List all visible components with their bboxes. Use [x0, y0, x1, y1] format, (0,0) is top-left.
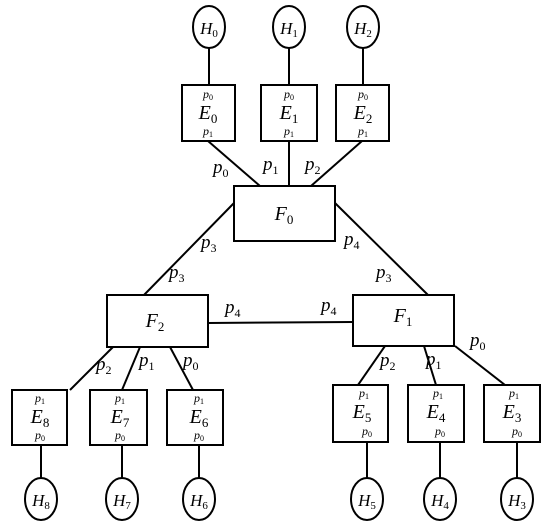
edge-e4: p1 E4 p0 [407, 384, 465, 443]
edge-e1-label: E1 [279, 102, 299, 126]
switch-f2-label: F2 [145, 310, 165, 334]
link-f1-e5 [357, 345, 386, 386]
edge-e4-port-bottom: p0 [434, 424, 445, 439]
edge-e3: p1 E3 p0 [483, 384, 541, 443]
edge-e3-port-top: p1 [508, 386, 519, 401]
port-label-f0-e0: p0 [211, 157, 229, 180]
edge-e5-label: E5 [352, 401, 372, 425]
switch-f0-label: F0 [274, 203, 294, 227]
link-f0-f2 [143, 202, 235, 296]
edge-e0-port-top: p0 [202, 87, 213, 102]
edge-e7-label: E7 [110, 406, 130, 430]
edge-e8: p1 E8 p0 [11, 389, 68, 446]
host-h6-label: H6 [189, 491, 208, 512]
edge-e2-label: E2 [353, 102, 373, 126]
host-h7-label: H7 [112, 491, 131, 512]
host-h6: H6 [182, 477, 216, 521]
host-h0-label: H0 [199, 19, 218, 40]
link-f0-f1 [334, 202, 429, 296]
switch-f1: F1 [352, 294, 455, 347]
edge-e5: p1 E5 p0 [332, 384, 389, 443]
host-h2-label: H2 [353, 19, 372, 40]
port-label-f0-f2-near-f2: p3 [167, 262, 185, 285]
edge-e2: p0 E2 p1 [335, 84, 390, 142]
host-h5-label: H5 [357, 491, 376, 512]
edge-e1-port-top: p0 [283, 87, 294, 102]
edge-e0: p0 E0 p1 [181, 84, 236, 142]
edge-e8-port-top: p1 [34, 391, 45, 406]
edge-e1: p0 E1 p1 [260, 84, 318, 142]
port-label-f2-e6: p0 [181, 350, 199, 373]
edge-e6-port-top: p1 [193, 391, 204, 406]
edge-switches: p0 E0 p1 p0 E1 p1 p0 E2 p1 p1 E8 p0 p1 E… [11, 84, 541, 446]
switch-f1-label: F1 [393, 305, 413, 329]
hosts: H0 H1 H2 H8 H7 H6 H5 H4 [24, 5, 534, 521]
edge-e4-label: E4 [426, 401, 446, 425]
port-label-f1-e3: p0 [468, 330, 486, 353]
link-f2-e7 [121, 346, 141, 391]
host-h3-label: H3 [507, 491, 526, 512]
host-h4: H4 [423, 477, 457, 521]
port-label-f1-e5: p2 [378, 350, 396, 373]
port-label-f2-f1-near-f1: p4 [319, 295, 337, 318]
link-e0-f0 [207, 140, 261, 187]
edge-e4-port-top: p1 [432, 386, 443, 401]
edge-e0-label: E0 [198, 102, 218, 126]
host-h1-label: H1 [279, 19, 298, 40]
port-label-f2-f1-near-f2: p4 [223, 297, 241, 320]
port-label-f0-f2-near-f0: p3 [199, 232, 217, 255]
link-f2-f1 [207, 321, 354, 324]
edge-e5-port-bottom: p0 [361, 424, 372, 439]
port-label-f0-e1: p1 [261, 154, 279, 177]
switch-f0: F0 [233, 185, 336, 242]
edge-e5-port-top: p1 [358, 386, 369, 401]
edge-e3-label: E3 [502, 401, 522, 425]
port-label-f2-e7: p1 [137, 350, 155, 373]
link-f2-e8 [69, 346, 114, 391]
host-h8: H8 [24, 477, 58, 521]
edge-e7-port-top: p1 [114, 391, 125, 406]
host-h1: H1 [272, 5, 306, 49]
switch-f2: F2 [106, 294, 209, 348]
connections [40, 48, 518, 479]
host-h8-label: H8 [31, 491, 50, 512]
core-switches: F0 F2 F1 [106, 185, 455, 348]
host-h4-label: H4 [430, 491, 449, 512]
edge-e2-port-top: p0 [357, 87, 368, 102]
port-label-f2-e8: p2 [94, 354, 112, 377]
edge-e6-port-bottom: p0 [193, 428, 204, 443]
port-label-f0-f1-near-f0: p4 [342, 229, 360, 252]
link-f1-e3 [454, 345, 506, 386]
port-labels: p0 p1 p2 p3 p3 p4 p3 p4 p4 p2 p1 p0 p2 p… [94, 154, 486, 377]
host-h0: H0 [192, 5, 226, 49]
edge-e8-port-bottom: p0 [34, 428, 45, 443]
link-f1-e4 [423, 345, 437, 386]
edge-e7: p1 E7 p0 [89, 389, 148, 446]
edge-e8-label: E8 [30, 406, 50, 430]
port-label-f0-f1-near-f1: p3 [374, 262, 392, 285]
host-h5: H5 [350, 477, 384, 521]
edge-e6-label: E6 [189, 406, 209, 430]
host-h2: H2 [346, 5, 380, 49]
edge-e0-port-bottom: p1 [202, 124, 213, 139]
link-e2-f0 [310, 140, 363, 187]
edge-e3-port-bottom: p0 [511, 424, 522, 439]
host-h7: H7 [105, 477, 139, 521]
edge-e1-port-bottom: p1 [283, 124, 294, 139]
edge-e2-port-bottom: p1 [357, 124, 368, 139]
port-label-f1-e4: p1 [424, 349, 442, 372]
edge-e7-port-bottom: p0 [114, 428, 125, 443]
edge-e6: p1 E6 p0 [166, 389, 224, 446]
link-f2-e6 [169, 346, 194, 391]
port-label-f0-e2: p2 [303, 154, 321, 177]
host-h3: H3 [500, 477, 534, 521]
